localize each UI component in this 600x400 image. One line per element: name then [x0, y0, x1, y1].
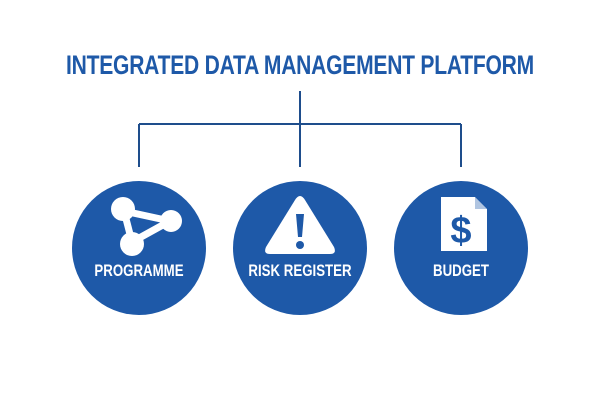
- node-label: PROGRAMME: [94, 261, 184, 280]
- warning-triangle-icon: [265, 196, 335, 254]
- node-label: BUDGET: [433, 261, 489, 280]
- diagram-title: INTEGRATED DATA MANAGEMENT PLATFORM: [66, 50, 534, 80]
- node-programme: PROGRAMME: [72, 181, 206, 315]
- svg-text:$: $: [450, 210, 471, 252]
- share-network-icon: [111, 197, 182, 256]
- dollar-document-icon: $: [441, 197, 487, 252]
- node-budget: $ BUDGET: [394, 181, 528, 315]
- node-risk-register: RISK REGISTER: [233, 181, 367, 315]
- node-label: RISK REGISTER: [248, 261, 352, 280]
